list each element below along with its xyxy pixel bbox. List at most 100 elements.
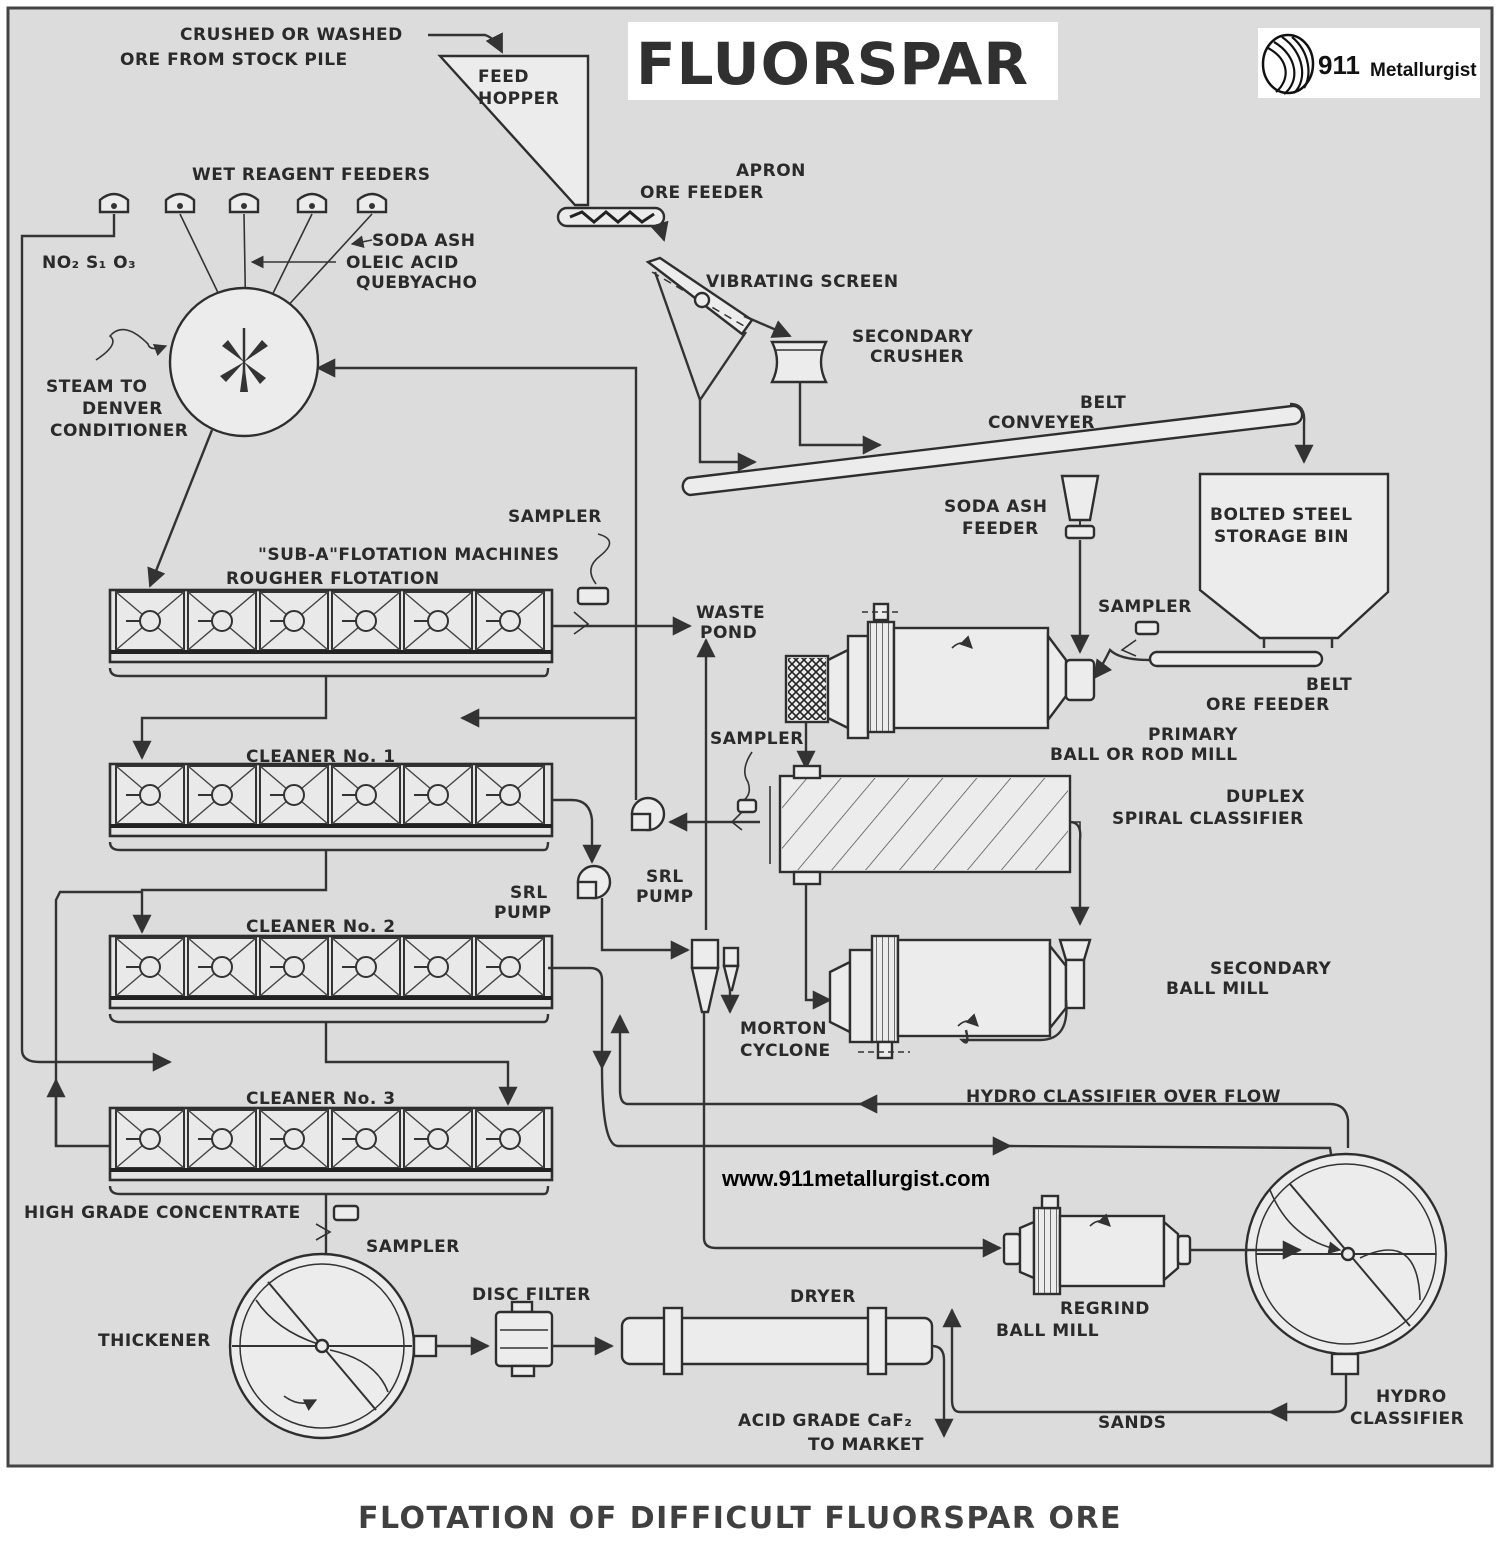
label-reagent-1: NO₂ S₁ O₃ xyxy=(42,253,136,273)
secondary-mill-return-arrow xyxy=(959,999,1068,1044)
cleaner2-to-cleaner3-arrow xyxy=(324,1022,518,1106)
label-sampler-bottom: SAMPLER xyxy=(366,1237,460,1257)
reagent-feeder-4 xyxy=(296,192,328,214)
title-box xyxy=(628,22,1058,100)
flotation-cell xyxy=(331,1109,401,1169)
label-srl-pump-left-1: SRL xyxy=(510,883,548,903)
label-feed-hopper-1: FEED xyxy=(478,67,529,87)
flotation-cell xyxy=(475,591,545,651)
reagent-feeder-5 xyxy=(356,192,388,214)
hydro-classifier xyxy=(1244,1152,1448,1376)
sampler-mid-cutter xyxy=(730,811,743,831)
rougher-bracket xyxy=(108,667,550,678)
label-duplex-2: SPIRAL CLASSIFIER xyxy=(1112,809,1304,829)
duplex-spiral-classifier xyxy=(769,764,1081,886)
cleaner1-bracket xyxy=(108,841,550,852)
conveyer-to-bin-arrow xyxy=(1289,402,1314,464)
flotation-cell xyxy=(115,591,185,651)
label-morton-1: MORTON xyxy=(740,1019,827,1039)
label-wet-reagent-feeders: WET REAGENT FEEDERS xyxy=(192,165,430,185)
crusher-to-conveyer-arrow xyxy=(798,382,882,455)
reagent-feeder-1 xyxy=(98,192,130,214)
flotation-cell xyxy=(403,591,473,651)
sampler-top-lead xyxy=(590,533,611,585)
cleaner3-tails-return xyxy=(54,890,142,1148)
classifier-sands-arrow xyxy=(804,884,832,1010)
label-regrind-2: BALL MILL xyxy=(996,1321,1099,1341)
label-steam-3: CONDITIONER xyxy=(50,421,188,441)
sampler-right-icon xyxy=(1120,620,1160,657)
secondary-ball-mill xyxy=(828,934,1092,1060)
denver-conditioner xyxy=(168,286,320,438)
cleaner2-tails-arrow xyxy=(548,966,612,1070)
flotation-cell xyxy=(331,765,401,825)
flotation-cell xyxy=(187,1109,257,1169)
label-disc-filter: DISC FILTER xyxy=(472,1285,591,1305)
cleaner2-tails-to-hydro-arrow xyxy=(600,1067,1012,1156)
flotation-cell xyxy=(187,765,257,825)
label-cleaner1: CLEANER No. 1 xyxy=(246,747,396,767)
label-acid-1: ACID GRADE CaF₂ xyxy=(738,1411,912,1431)
cleaner1-flotation-bank xyxy=(108,762,554,838)
flotation-cell xyxy=(259,591,329,651)
conditioner-to-rougher-arrow xyxy=(147,429,214,588)
label-bolted-bin-2: STORAGE BIN xyxy=(1214,527,1349,547)
flotation-cell xyxy=(331,591,401,651)
soda-ash-feeder xyxy=(1060,474,1100,540)
flotation-cell xyxy=(259,1109,329,1169)
globe-logo-icon xyxy=(1261,33,1315,95)
label-cleaner3: CLEANER No. 3 xyxy=(246,1089,396,1109)
label-belt-feeder-2: ORE FEEDER xyxy=(1206,695,1330,715)
label-vibrating-screen: VIBRATING SCREEN xyxy=(706,272,899,292)
flotation-cell xyxy=(259,937,329,997)
flotation-cell xyxy=(475,765,545,825)
label-belt-conveyer-1: BELT xyxy=(1080,393,1126,413)
disc-filter xyxy=(494,1300,554,1378)
cleaner2-bracket xyxy=(108,1013,550,1024)
apron-to-screen-arrow xyxy=(650,220,669,242)
logo-word: Metallurgist xyxy=(1370,60,1477,81)
flotation-cell xyxy=(403,937,473,997)
flotation-cell xyxy=(187,591,257,651)
label-cleaner2: CLEANER No. 2 xyxy=(246,917,396,937)
bin-to-primary-arrow xyxy=(1092,647,1151,680)
flotation-cell xyxy=(475,1109,545,1169)
cleaner1-tail-to-pump-arrow xyxy=(548,798,602,864)
label-soda-feeder-2: FEEDER xyxy=(962,519,1039,539)
page-title: FLUORSPAR xyxy=(636,30,1029,98)
flotation-cell xyxy=(475,937,545,997)
label-sampler-right: SAMPLER xyxy=(1098,597,1192,617)
label-apron-1: APRON xyxy=(736,161,806,181)
website-url: www.911metallurgist.com xyxy=(721,1166,990,1191)
label-waste-2: POND xyxy=(700,623,757,643)
flotation-cell xyxy=(187,937,257,997)
rougher-flotation-bank xyxy=(108,588,554,664)
label-apron-2: ORE FEEDER xyxy=(640,183,764,203)
flotation-cell xyxy=(115,937,185,997)
label-secondary-mill-2: BALL MILL xyxy=(1166,979,1269,999)
label-secondary-mill-1: SECONDARY xyxy=(1210,959,1331,979)
regrind-ball-mill xyxy=(1002,1194,1192,1296)
label-regrind-1: REGRIND xyxy=(1060,1299,1150,1319)
label-oleic-acid: OLEIC ACID xyxy=(346,253,459,273)
cyclone-to-regrind-arrow xyxy=(702,1050,1002,1258)
steam-wave-arrow xyxy=(95,328,168,361)
thickener xyxy=(228,1252,438,1440)
label-hydro-overflow: HYDRO CLASSIFIER OVER FLOW xyxy=(966,1087,1281,1107)
soda-ash-pointer xyxy=(350,235,373,249)
flotation-cell xyxy=(115,1109,185,1169)
bolted-steel-storage-bin xyxy=(1198,472,1390,648)
label-primary-2: BALL OR ROD MILL xyxy=(1050,745,1238,765)
label-soda-feeder-1: SODA ASH xyxy=(944,497,1048,517)
label-thickener: THICKENER xyxy=(98,1331,211,1351)
label-crushed-ore-1: CRUSHED OR WASHED xyxy=(180,25,403,45)
classifier-to-secondary-arrow xyxy=(1069,820,1090,926)
label-sampler-mid: SAMPLER xyxy=(710,729,804,749)
dryer-to-market-arrow xyxy=(931,1344,954,1438)
label-duplex-1: DUPLEX xyxy=(1226,787,1305,807)
label-belt-feeder-1: BELT xyxy=(1306,675,1352,695)
primary-ball-mill xyxy=(784,602,1096,740)
flotation-cell xyxy=(403,765,473,825)
